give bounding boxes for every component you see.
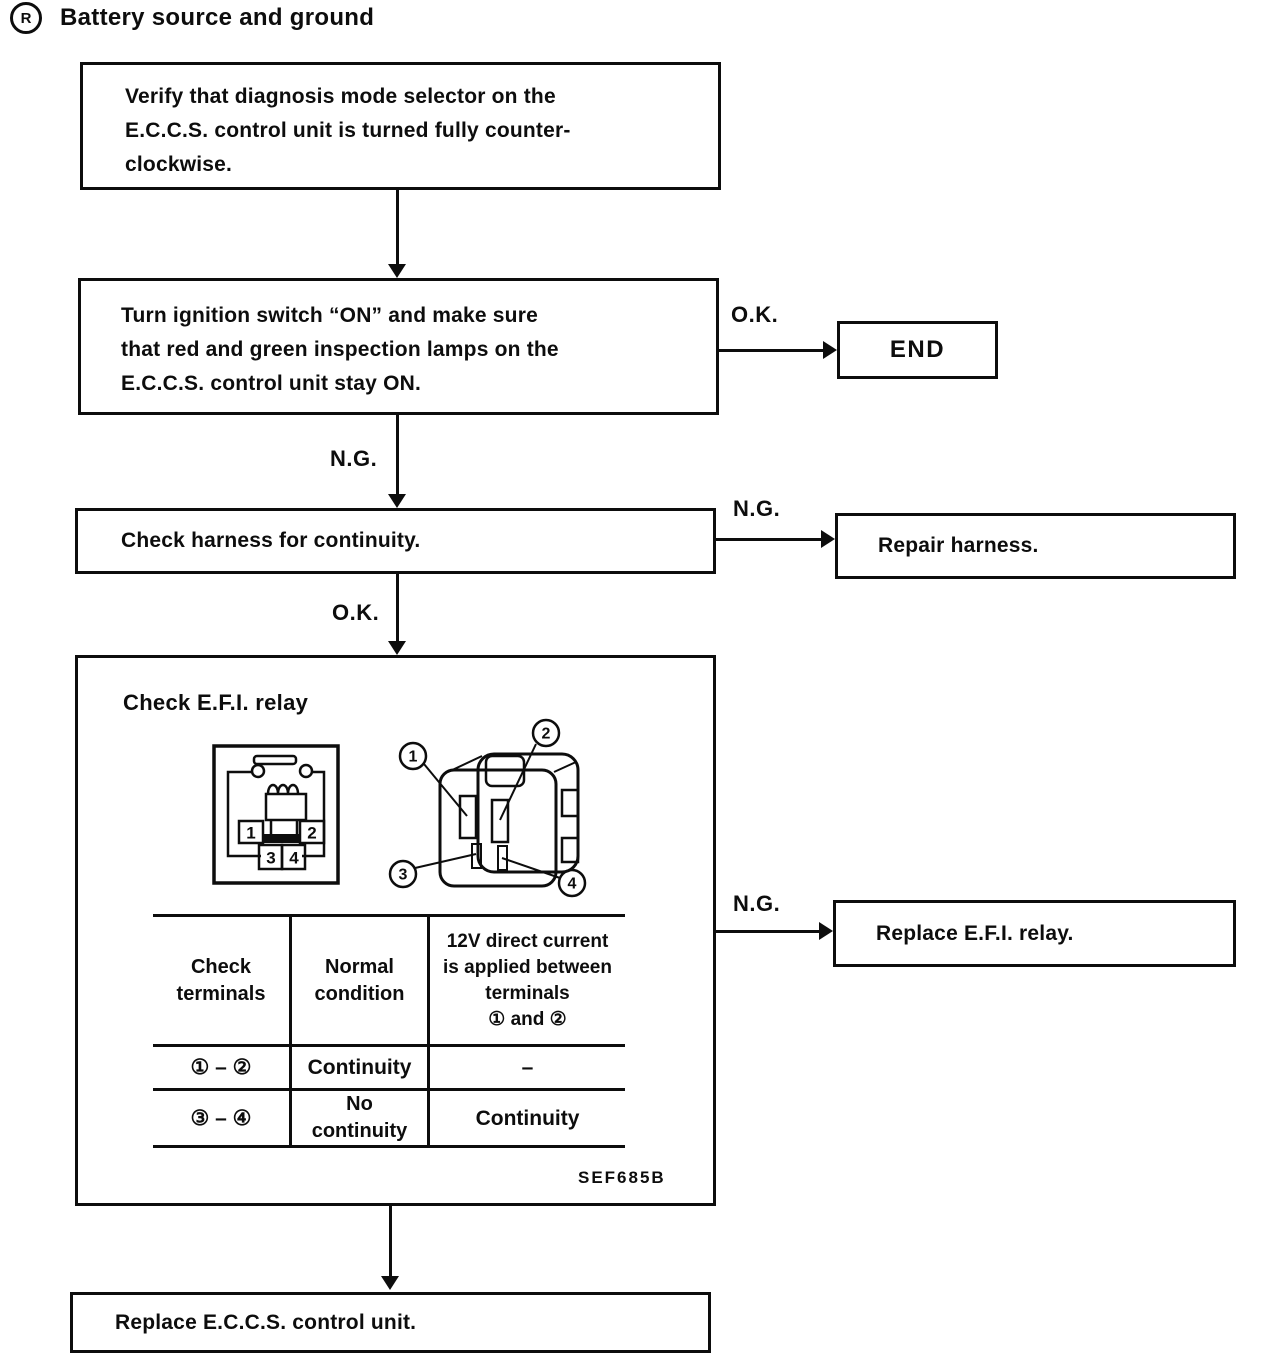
text-line: Turn ignition switch “ON” and make sure	[121, 304, 538, 327]
branch-label-ok: O.K.	[731, 302, 779, 327]
cell-line: terminals	[176, 982, 266, 1005]
text-line: Verify that diagnosis mode selector on t…	[125, 85, 556, 108]
connector-relay-to-replace-relay	[716, 930, 820, 933]
connector-verify-to-ignition	[396, 190, 399, 266]
terminal-number: 4	[289, 849, 299, 868]
arrowhead-right-icon	[819, 922, 833, 940]
arrowhead-down-icon	[388, 494, 406, 508]
circled-r-badge: R	[10, 2, 42, 34]
branch-label-ng: N.G.	[733, 496, 781, 521]
callout-number: 3	[399, 867, 408, 884]
badge-letter: R	[20, 9, 32, 27]
callout-circle-1	[398, 741, 428, 771]
repair-harness-box: Repair harness.	[835, 513, 1236, 579]
table-cell-applied-2: Continuity	[427, 1088, 625, 1145]
relay-circuit-schematic: 1 2 3 4	[212, 744, 340, 885]
text-line: E.C.C.S. control unit stay ON.	[121, 372, 422, 395]
table-cell-terminals-3-4: ③ – ④	[153, 1088, 289, 1145]
terminal-slot-2	[490, 798, 510, 844]
connector-harness-to-repair	[715, 538, 822, 541]
cell-line: condition	[314, 982, 405, 1005]
terminal-blade-3	[471, 843, 482, 869]
table-cell-normal-1: Continuity	[289, 1044, 427, 1088]
section-header: R Battery source and ground	[10, 2, 374, 34]
terminal-blade-4	[497, 845, 508, 871]
connector-ignition-to-end	[718, 349, 824, 352]
cell-line: Check	[190, 955, 252, 978]
connector-ignition-to-harness	[396, 415, 399, 495]
cell-line: is applied between	[443, 956, 612, 978]
leader-line-1	[423, 763, 468, 817]
replace-control-unit-box: Replace E.C.C.S. control unit.	[70, 1292, 711, 1353]
relay-box-title: Check E.F.I. relay	[123, 690, 309, 715]
arrowhead-down-icon	[388, 264, 406, 278]
relay-slot	[252, 754, 298, 766]
callout-circle-2	[531, 718, 561, 748]
connector-harness-to-relay	[396, 574, 399, 643]
cell-line: 12V direct current	[446, 930, 609, 952]
text-line: E.C.C.S. control unit is turned fully co…	[125, 119, 571, 142]
cell-line: No	[346, 1093, 373, 1115]
terminal-number: 1	[246, 824, 255, 843]
terminal-4-box	[280, 843, 307, 871]
figure-code: SEF685B	[578, 1168, 666, 1187]
terminal-slot-1	[458, 794, 478, 840]
relay-check-table: Check terminals Normal condition 12V dir…	[153, 914, 625, 1148]
end-box: END	[837, 321, 998, 379]
callout-number: 4	[568, 876, 577, 893]
table-cell-normal-2: No continuity	[289, 1088, 427, 1145]
arrowhead-right-icon	[821, 530, 835, 548]
page-title: Battery source and ground	[60, 4, 375, 31]
step-verify-mode-selector: Verify that diagnosis mode selector on t…	[80, 62, 721, 190]
step-ignition-switch-on: Turn ignition switch “ON” and make sure …	[78, 278, 719, 415]
step-check-efi-relay: Check E.F.I. relay 1 2 3 4	[75, 655, 716, 1206]
terminal-2-box	[298, 819, 326, 845]
leader-line-3	[414, 853, 477, 869]
terminal-number: 2	[307, 824, 316, 843]
cell-line: continuity	[311, 1120, 408, 1142]
cell-line: terminals	[485, 982, 570, 1004]
relay-connector-drawing: 1 2 3 4	[388, 718, 587, 898]
terminal-1-box	[237, 819, 265, 845]
table-header-normal-condition: Normal condition	[289, 917, 427, 1044]
callout-circle-3	[388, 859, 418, 889]
step-check-harness: Check harness for continuity.	[75, 508, 716, 574]
table-header-applied-voltage: 12V direct current is applied between te…	[427, 917, 625, 1044]
leader-line-4	[501, 857, 561, 879]
branch-label-ok: O.K.	[332, 600, 380, 625]
replace-relay-box: Replace E.F.I. relay.	[833, 900, 1236, 967]
callout-number: 1	[409, 749, 418, 766]
coil-symbol	[264, 792, 308, 822]
cell-line: ① and ②	[488, 1008, 567, 1030]
text-line: Check harness for continuity.	[121, 529, 421, 552]
arrowhead-down-icon	[388, 641, 406, 655]
contact-bar	[263, 834, 300, 843]
callout-circle-4	[557, 868, 587, 898]
table-header-check-terminals: Check terminals	[153, 917, 289, 1044]
callout-number: 2	[542, 726, 551, 743]
arrowhead-down-icon	[381, 1276, 399, 1290]
text-line: clockwise.	[125, 153, 233, 176]
arrowhead-right-icon	[823, 341, 837, 359]
branch-label-ng: N.G.	[330, 446, 378, 471]
cell-line: Normal	[325, 955, 394, 978]
connector-relay-to-replace-unit	[389, 1206, 392, 1278]
leader-line-2	[499, 743, 537, 821]
table-cell-terminals-1-2: ① – ②	[153, 1044, 289, 1088]
text-line: that red and green inspection lamps on t…	[121, 338, 559, 361]
table-cell-applied-1: –	[427, 1044, 625, 1088]
terminal-number: 3	[266, 849, 275, 868]
branch-label-ng: N.G.	[733, 891, 781, 916]
